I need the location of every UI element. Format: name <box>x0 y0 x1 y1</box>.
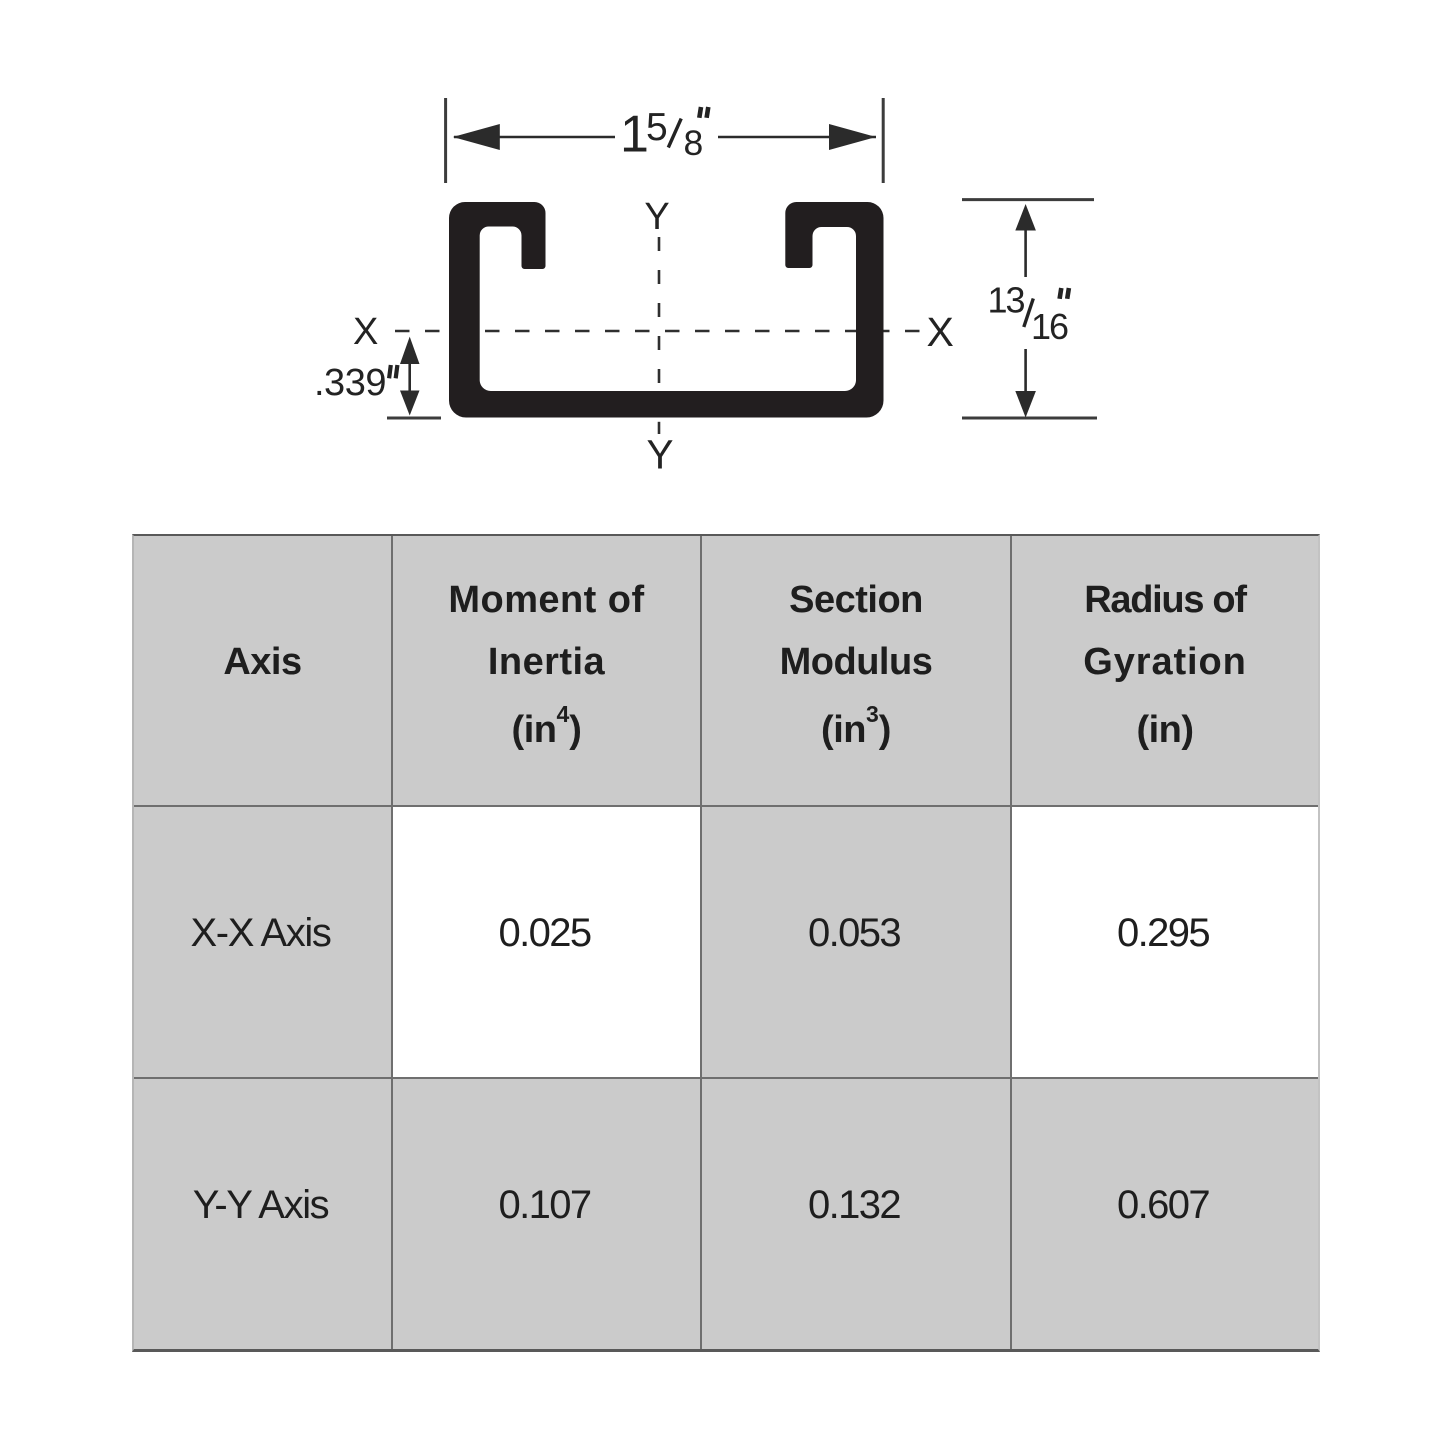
svg-text:Y: Y <box>647 432 674 478</box>
svg-text:13: 13 <box>988 280 1025 321</box>
svg-text:16: 16 <box>1031 306 1068 347</box>
svg-text:Y: Y <box>644 196 669 238</box>
svg-text:.339: .339 <box>314 362 386 404</box>
svg-text:X: X <box>353 311 378 353</box>
svg-text:1: 1 <box>620 106 649 164</box>
svg-text:X: X <box>927 309 954 355</box>
svg-text:5: 5 <box>646 106 668 149</box>
svg-text:8: 8 <box>684 123 704 163</box>
